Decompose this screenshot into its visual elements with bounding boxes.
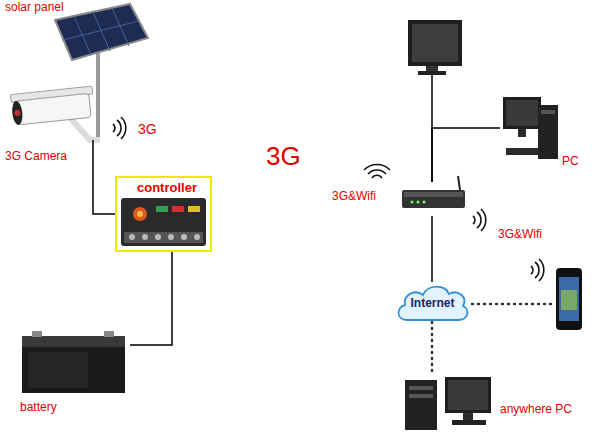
internet-cloud: Internet [395,282,470,322]
connector [431,322,434,372]
pc-icon [405,377,491,430]
wire [92,140,94,168]
dotted-link [472,303,553,306]
signal-label: 3G&Wifi [498,227,542,241]
pc: anywhere PC [398,372,592,432]
connector [130,252,172,345]
camera-icon [10,86,100,140]
pole [96,85,100,140]
node-label: controller [137,180,197,196]
controller-device [121,198,206,246]
node-label: 3G&Wifi [332,189,376,203]
wireless-symbol [531,259,544,281]
signal-label: 3G [138,121,157,138]
node-label: Internet [410,296,454,310]
node-label: solar panel [5,0,64,14]
wireless-symbol [364,164,390,178]
node-label: battery [20,400,57,414]
connector [431,216,433,282]
wireless-symbol [113,117,126,139]
network-title: 3G [266,141,301,172]
battery-icon [22,331,125,393]
solar-panel: solar panel [2,0,140,62]
wireless-symbol [473,209,486,231]
cloud-shape [398,287,467,320]
pc-icon [503,97,558,159]
connector [96,62,100,85]
solar-panel-icon [55,4,148,60]
node-label: PC [562,154,579,168]
router-icon [402,176,465,208]
battery: battery [15,330,130,418]
node-label: 3G Camera [5,149,67,163]
camera: 3G Camera [2,85,100,168]
phone-icon [556,268,582,330]
router: 3G&Wifi [330,182,470,216]
node-label: anywhere PC [500,402,572,416]
controller-box: controller [115,176,212,252]
tv-icon [408,20,462,75]
connector [432,128,500,182]
pc: PC [500,92,590,176]
connector [93,168,115,214]
